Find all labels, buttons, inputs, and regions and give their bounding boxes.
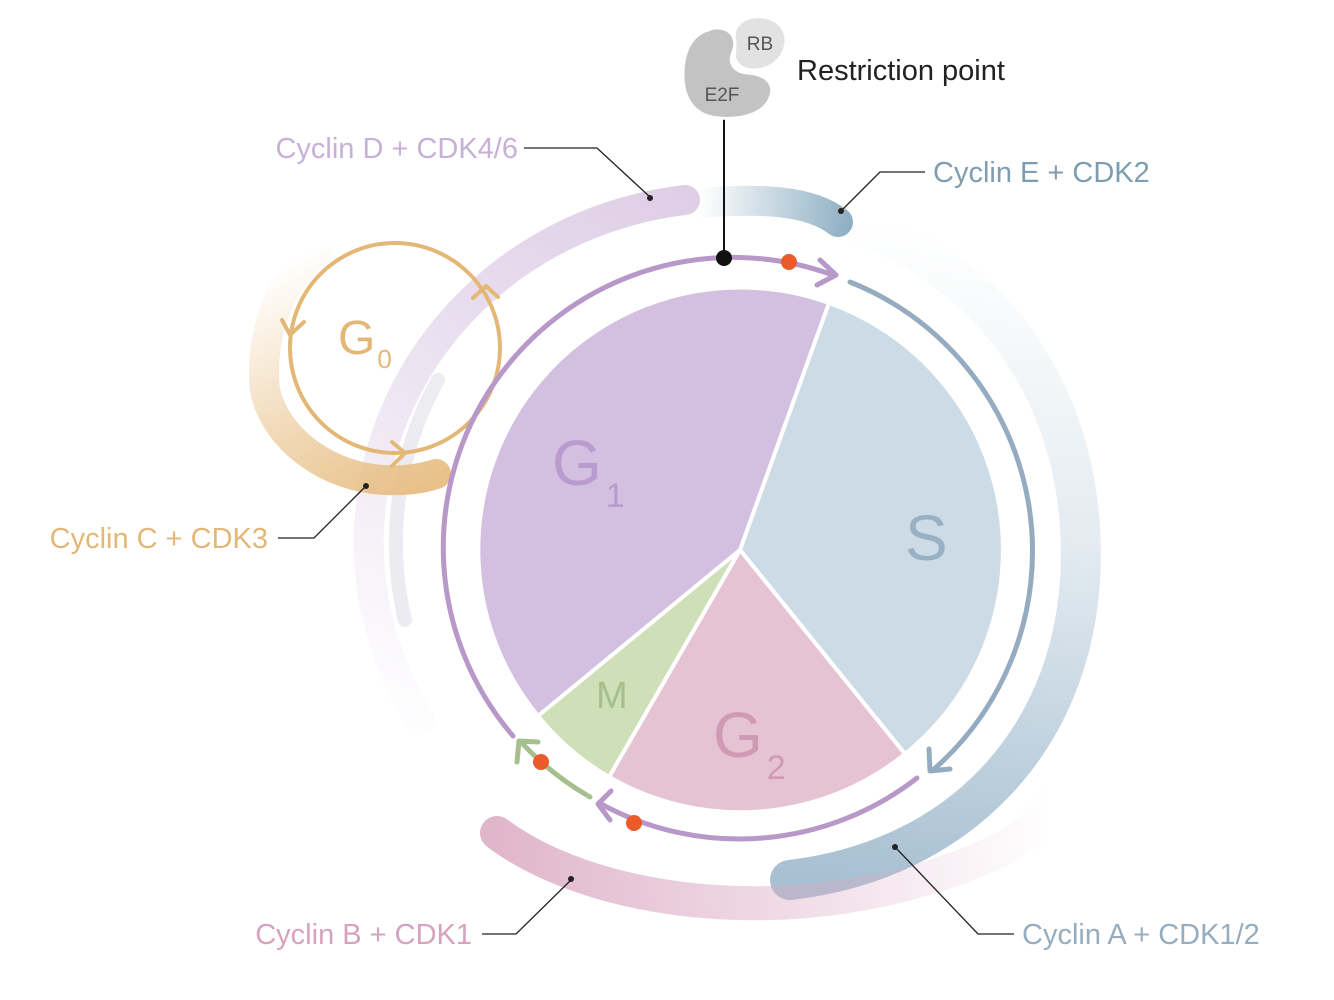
cyclin-a-label: Cyclin A + CDK1/2 bbox=[1022, 919, 1260, 951]
cyclin-d-leader-dot bbox=[647, 195, 653, 201]
g0-arrowhead-bottom bbox=[390, 440, 407, 468]
cyclin-c-leader bbox=[278, 485, 367, 539]
cyclin-a-leader bbox=[895, 847, 1014, 935]
cyclin-b-leader bbox=[482, 879, 572, 935]
e2f-shape-icon bbox=[681, 26, 774, 120]
m-ring-arc bbox=[517, 738, 593, 800]
cyclin-e-leader bbox=[841, 171, 925, 211]
cyclin-c-band bbox=[249, 235, 451, 496]
m-sector bbox=[536, 548, 742, 779]
s-phase-label: S bbox=[905, 502, 948, 574]
rb-label: RB bbox=[747, 34, 773, 55]
cyclin-b-band bbox=[480, 773, 1075, 921]
phase-pie bbox=[476, 285, 1005, 815]
rb-shape-icon bbox=[732, 15, 788, 72]
g1-sector bbox=[476, 285, 831, 718]
cyclin-e-label: Cyclin E + CDK2 bbox=[933, 157, 1150, 189]
checkpoint-dot-g1-s bbox=[781, 254, 797, 270]
g1-ring-arc bbox=[440, 254, 833, 739]
g0-phase-label: G0 bbox=[338, 312, 392, 374]
rb-e2f-protein-icon: RB E2F bbox=[681, 15, 788, 120]
cyclin-d-leader bbox=[524, 147, 651, 198]
cyclin-c-leader-dot bbox=[363, 483, 369, 489]
g1-ring-arrowhead bbox=[814, 257, 839, 288]
checkpoint-dot-m bbox=[533, 754, 549, 770]
m-phase-label: M bbox=[596, 675, 628, 717]
e2f-label: E2F bbox=[705, 85, 740, 106]
g2-ring-arc bbox=[598, 775, 920, 842]
cyclin-b-label: Cyclin B + CDK1 bbox=[255, 919, 472, 951]
cyclin-d-label: Cyclin D + CDK4/6 bbox=[275, 133, 518, 165]
s-sector bbox=[738, 301, 1005, 756]
cyclin-a-band bbox=[770, 205, 1101, 900]
g0-arrowhead-left bbox=[280, 318, 306, 337]
s-ring-arrowhead bbox=[926, 746, 953, 774]
g2-sector bbox=[607, 548, 907, 815]
cyclin-d-band bbox=[353, 185, 700, 735]
checkpoint-dot-g2-m bbox=[626, 815, 642, 831]
s-ring-arc bbox=[847, 279, 1035, 773]
cyclin-a-leader-dot bbox=[892, 844, 898, 850]
outer-faint-ring bbox=[388, 373, 445, 627]
g0-loop bbox=[280, 241, 502, 468]
m-ring-arrowhead bbox=[514, 738, 541, 765]
g0-arrowhead-top bbox=[471, 284, 500, 300]
restriction-point-dot bbox=[716, 250, 732, 266]
cyclin-b-leader-dot bbox=[568, 876, 574, 882]
cyclin-c-label: Cyclin C + CDK3 bbox=[50, 523, 268, 555]
restriction-point-label: Restriction point bbox=[797, 55, 1005, 87]
cyclin-e-leader-dot bbox=[838, 208, 844, 214]
cyclin-e-band bbox=[685, 185, 853, 237]
g2-ring-arrowhead bbox=[595, 788, 614, 823]
